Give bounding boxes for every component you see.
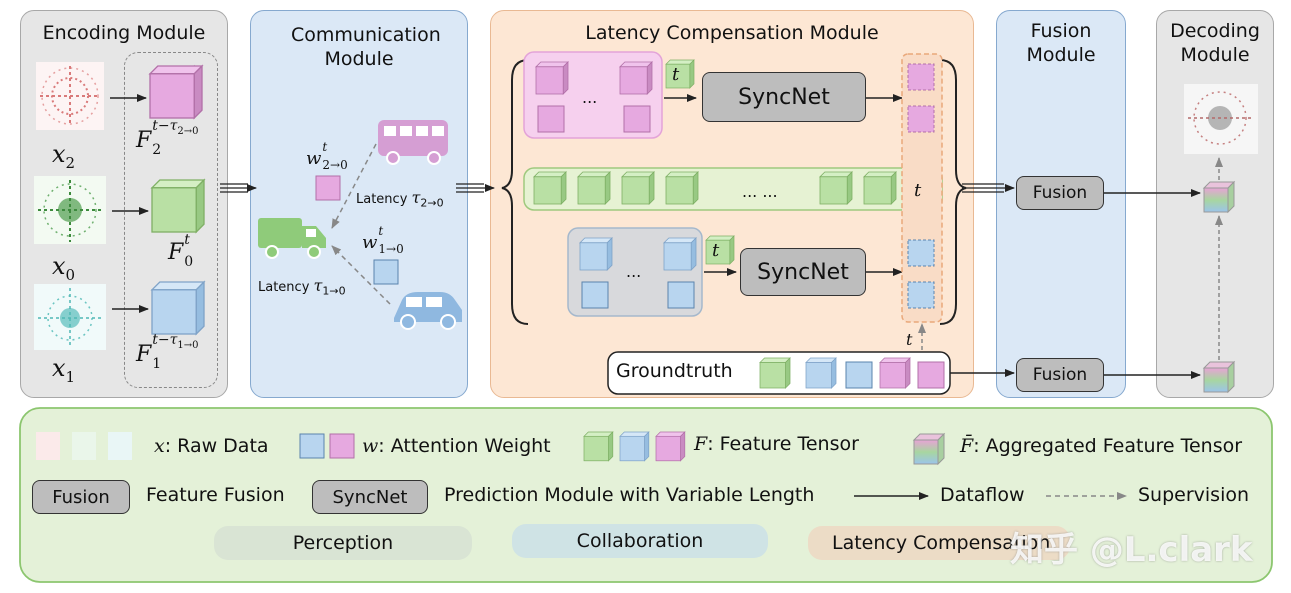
groundtruth-label: Groundtruth bbox=[616, 360, 733, 382]
legend-raw-data: x: Raw Data bbox=[154, 435, 269, 457]
legend-latency-compensation: Latency Compensation bbox=[808, 526, 1070, 560]
raw-data-image-x2 bbox=[36, 62, 104, 130]
t-label-supervision: t bbox=[906, 330, 913, 349]
communication-module-panel: Communication Module bbox=[250, 10, 468, 398]
decoding-module-title: Decoding Module bbox=[1170, 20, 1260, 66]
legend-supervision: Supervision bbox=[1138, 484, 1250, 506]
legend-feature-tensor: F: Feature Tensor bbox=[694, 433, 859, 455]
t-label-bottom: t bbox=[712, 240, 720, 261]
legend-attention-weight: w: Attention Weight bbox=[362, 435, 551, 457]
legend-syncnet-text: Prediction Module with Variable Length bbox=[444, 484, 815, 506]
syncnet-bottom: SyncNet bbox=[740, 248, 866, 296]
car-icon bbox=[394, 292, 462, 330]
latency-compensation-title: Latency Compensation Module bbox=[585, 22, 879, 44]
watermark: 知乎 @L.clark bbox=[1010, 530, 1253, 570]
t-label-middle: t bbox=[914, 180, 922, 201]
x0-label: x0 bbox=[52, 252, 76, 284]
latency-label-agent1: Latency τ1→0 bbox=[258, 276, 346, 298]
legend-aggregated-feature: F̄: Aggregated Feature Tensor bbox=[960, 435, 1243, 457]
fusion-box-bottom: Fusion bbox=[1016, 358, 1104, 392]
attention-weight-agent1 bbox=[373, 259, 399, 285]
communication-module-title: Communication Module bbox=[291, 24, 441, 70]
syncnet-top: SyncNet bbox=[702, 72, 866, 122]
attention-weight-agent2 bbox=[315, 175, 341, 201]
x2-label: x2 bbox=[52, 140, 76, 172]
legend-collaboration: Collaboration bbox=[512, 524, 768, 558]
raw-data-image-x1 bbox=[34, 284, 106, 350]
legend-syncnet-box: SyncNet bbox=[312, 480, 428, 514]
dots-bottom: ... bbox=[626, 262, 642, 281]
legend-fusion-text: Feature Fusion bbox=[146, 484, 285, 506]
bus-icon bbox=[378, 120, 448, 165]
encoding-module-title: Encoding Module bbox=[42, 22, 206, 44]
fusion-box-top: Fusion bbox=[1016, 176, 1104, 210]
dots-top: ... bbox=[582, 88, 598, 107]
fusion-module-title: Fusion Module bbox=[1026, 20, 1096, 66]
decoded-output-image bbox=[1184, 84, 1258, 154]
legend-perception: Perception bbox=[214, 526, 472, 560]
x1-label: x1 bbox=[52, 354, 76, 386]
legend-dataflow: Dataflow bbox=[940, 484, 1025, 506]
feature-group-dashed-box bbox=[124, 52, 218, 388]
truck-icon bbox=[258, 218, 326, 259]
t-label-top: t bbox=[672, 64, 680, 85]
raw-data-image-x0 bbox=[34, 176, 106, 244]
dots-middle: ... ... bbox=[742, 182, 778, 201]
latency-label-agent2: Latency τ2→0 bbox=[356, 188, 444, 210]
legend-fusion-box: Fusion bbox=[32, 480, 130, 514]
